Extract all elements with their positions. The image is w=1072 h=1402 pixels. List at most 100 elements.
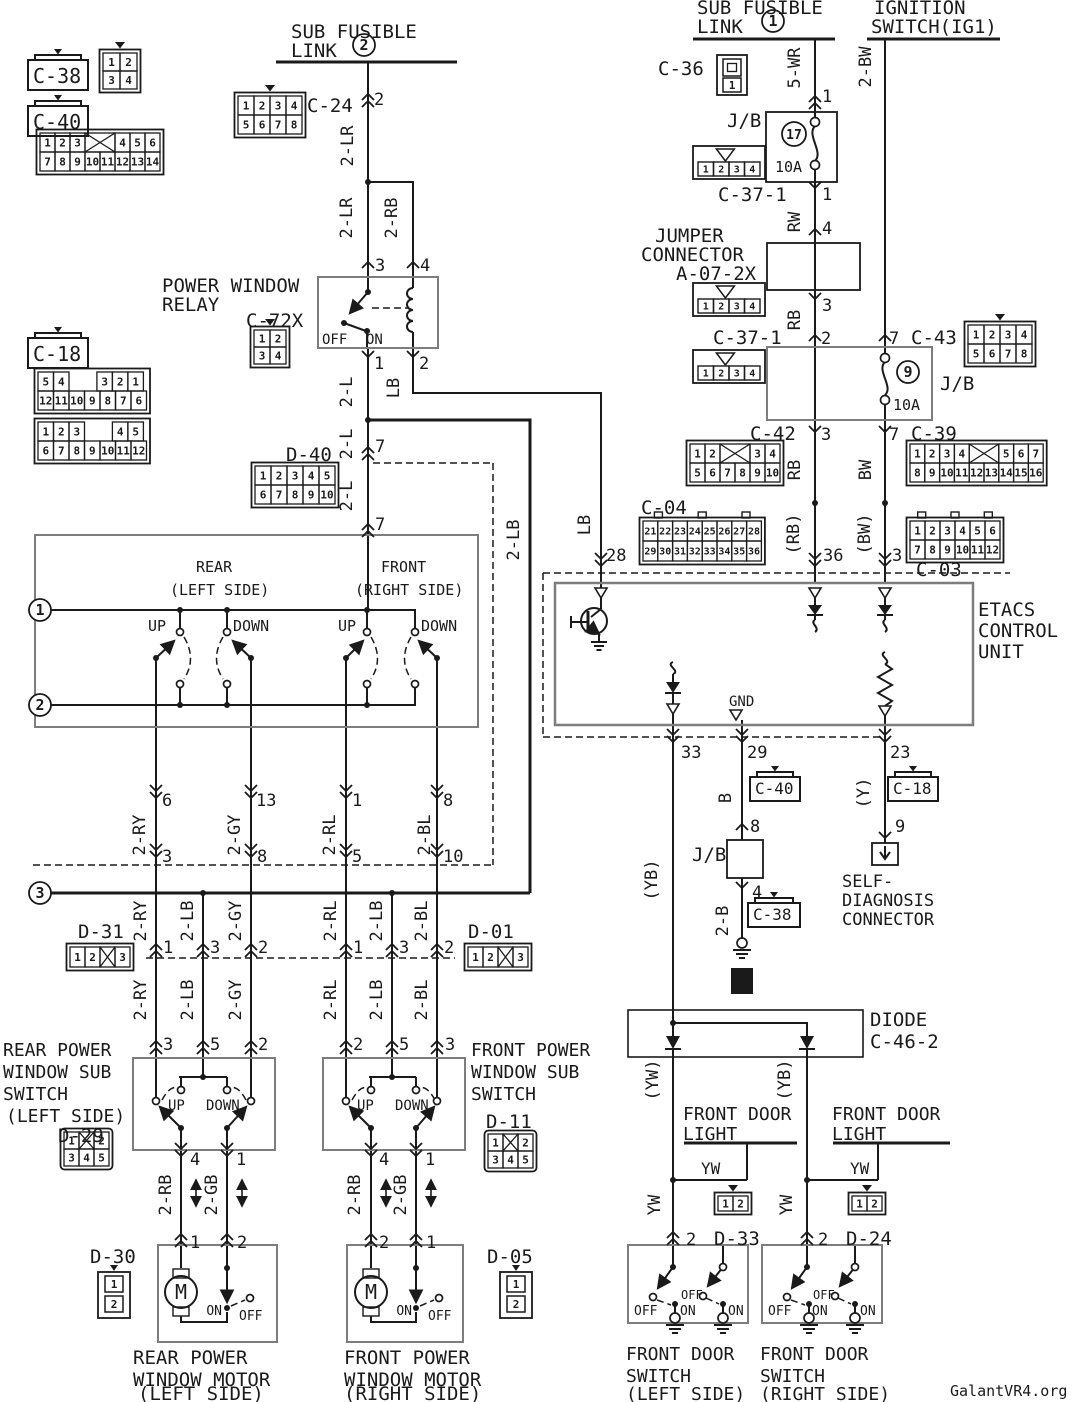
contact-circle xyxy=(362,627,372,637)
pin-number: 33 xyxy=(704,547,716,558)
pin-number: 34 xyxy=(718,547,730,558)
label-c-03: C-03 xyxy=(916,559,962,581)
label-off: OFF xyxy=(681,1288,703,1302)
label-10a: 10A xyxy=(893,396,920,414)
label-lb: LB xyxy=(384,378,404,398)
label-right-side: (RIGHT SIDE) xyxy=(355,581,463,599)
label-2-lb: 2-LB xyxy=(367,980,387,1021)
pin-number: 32 xyxy=(689,547,701,558)
label-d-31: D-31 xyxy=(78,921,124,943)
label-8: 8 xyxy=(750,817,760,837)
label-7: 7 xyxy=(375,437,385,457)
connector-arrow xyxy=(406,350,420,359)
label-d-33: D-33 xyxy=(714,1228,760,1250)
connector-arrow xyxy=(878,552,892,561)
label-front-power: FRONT POWER xyxy=(471,1040,590,1061)
connector-arrow xyxy=(174,1142,188,1151)
connector-arrow xyxy=(361,99,375,108)
junction-dot xyxy=(434,655,440,661)
label-6: 6 xyxy=(737,973,746,991)
pin-number: 3 xyxy=(944,447,951,460)
contact-circle xyxy=(698,1291,708,1301)
pin-number: 4 xyxy=(769,447,776,460)
connector-arrow xyxy=(339,843,353,852)
keyed-cell-x xyxy=(968,443,1000,464)
connector-arrow xyxy=(149,791,163,800)
connector-arrow xyxy=(878,333,892,342)
connector-arrow xyxy=(430,850,444,859)
pin-number: 2 xyxy=(929,447,936,460)
housing xyxy=(35,128,165,176)
label-4: 4 xyxy=(190,1150,200,1170)
pin-number: 7 xyxy=(1005,347,1012,360)
contact-circle xyxy=(782,1292,792,1302)
pin-number: 3 xyxy=(108,74,115,87)
junction-dot xyxy=(178,1125,184,1131)
label-3: 3 xyxy=(445,1035,455,1055)
dashed-boundary xyxy=(656,1299,672,1306)
connector-arrow xyxy=(594,559,608,568)
label-2-b: 2-B xyxy=(713,906,733,937)
label-7: 7 xyxy=(889,329,899,349)
label-3: 3 xyxy=(162,847,172,867)
connector-arrow xyxy=(244,949,258,958)
tab xyxy=(771,766,779,772)
open-arrow-symbol xyxy=(807,587,823,600)
contact-circle xyxy=(175,627,185,637)
label-3: 3 xyxy=(399,938,409,958)
junction-dot xyxy=(670,1177,676,1183)
label-rb: (RB) xyxy=(784,514,804,555)
label-front-door: FRONT DOOR xyxy=(760,1344,869,1365)
pin-number: 8 xyxy=(914,466,921,479)
junction-dot xyxy=(852,1301,858,1307)
housing xyxy=(33,367,151,415)
cell xyxy=(512,946,529,968)
connector-arrow xyxy=(361,522,375,531)
label-1: 1 xyxy=(425,1150,435,1170)
contact-circle xyxy=(830,1291,840,1301)
connector-name: C-38 xyxy=(33,64,81,88)
housing xyxy=(463,942,533,972)
housing xyxy=(713,1191,753,1216)
pin-number: 1 xyxy=(74,951,81,964)
label-1: 1 xyxy=(426,1233,436,1253)
pin-number: 3 xyxy=(275,99,282,112)
connector-arrow xyxy=(364,1232,378,1241)
pin-number: 3 xyxy=(734,165,740,176)
connector-arrow xyxy=(878,425,892,434)
pin-number: 1 xyxy=(914,524,921,537)
label-off: OFF xyxy=(768,1304,792,1319)
tab xyxy=(265,85,275,92)
junction-dot xyxy=(364,607,370,613)
pin-number: 10 xyxy=(940,466,953,479)
dashed-boundary xyxy=(161,1086,179,1101)
tab xyxy=(115,42,125,49)
connector-label-c40-b: C-40 xyxy=(749,766,801,802)
junction-dot xyxy=(720,1301,726,1307)
wire xyxy=(812,619,818,633)
tab xyxy=(917,511,927,519)
wire xyxy=(368,181,414,277)
connector-arrow xyxy=(666,735,680,744)
pin-number: 23 xyxy=(674,527,686,538)
connector-arrow xyxy=(808,181,822,190)
tab xyxy=(741,511,751,519)
label-y: (Y) xyxy=(854,778,874,809)
connector-arrow xyxy=(808,94,822,103)
connector-name: C-40 xyxy=(755,779,794,798)
housing xyxy=(749,776,801,802)
pin-number: 15 xyxy=(1014,466,1027,479)
housing xyxy=(27,59,89,91)
label-bw: (BW) xyxy=(855,514,875,555)
label-2: 2 xyxy=(258,1035,268,1055)
dashed-boundary xyxy=(183,636,192,680)
connector-arrow xyxy=(735,735,749,744)
label-down: DOWN xyxy=(206,1098,240,1114)
wires-layer xyxy=(51,39,895,1323)
dashed-boundary xyxy=(418,1086,436,1101)
pin-number: 3 xyxy=(68,1151,75,1164)
connector-arrow xyxy=(430,949,444,958)
